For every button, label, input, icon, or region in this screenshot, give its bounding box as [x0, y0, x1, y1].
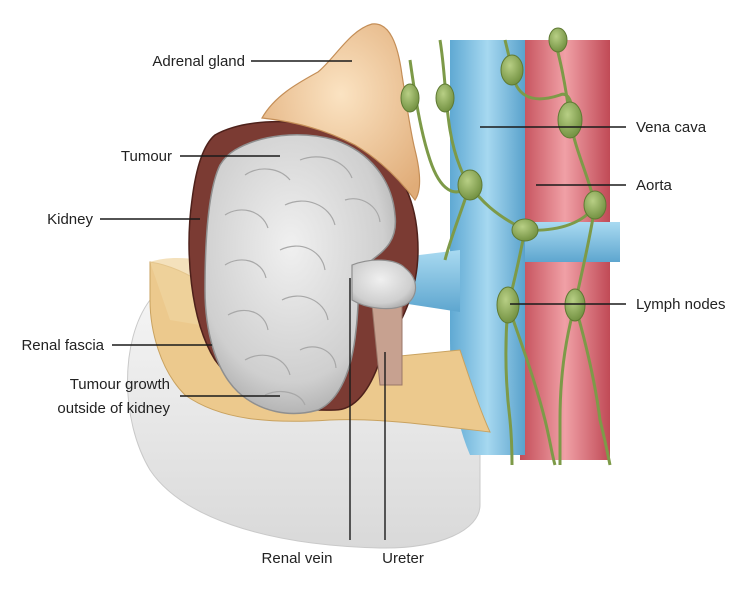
label-renal-vein: Renal vein — [262, 550, 333, 567]
label-ureter: Ureter — [382, 550, 424, 567]
label-kidney: Kidney — [47, 211, 93, 228]
label-renal-fascia: Renal fascia — [21, 337, 104, 354]
label-tumour-growth-line1: Tumour growth — [70, 376, 170, 393]
adrenal-gland — [261, 23, 421, 202]
label-aorta: Aorta — [636, 177, 673, 194]
label-adrenal-gland: Adrenal gland — [152, 53, 245, 70]
label-vena-cava: Vena cava — [636, 119, 707, 136]
label-tumour: Tumour — [121, 148, 172, 165]
label-tumour-growth-line2: outside of kidney — [57, 400, 170, 417]
tumour — [204, 134, 417, 415]
label-lymph-nodes: Lymph nodes — [636, 296, 726, 313]
lymph-nodes — [400, 27, 607, 324]
leader-lines — [100, 60, 626, 540]
